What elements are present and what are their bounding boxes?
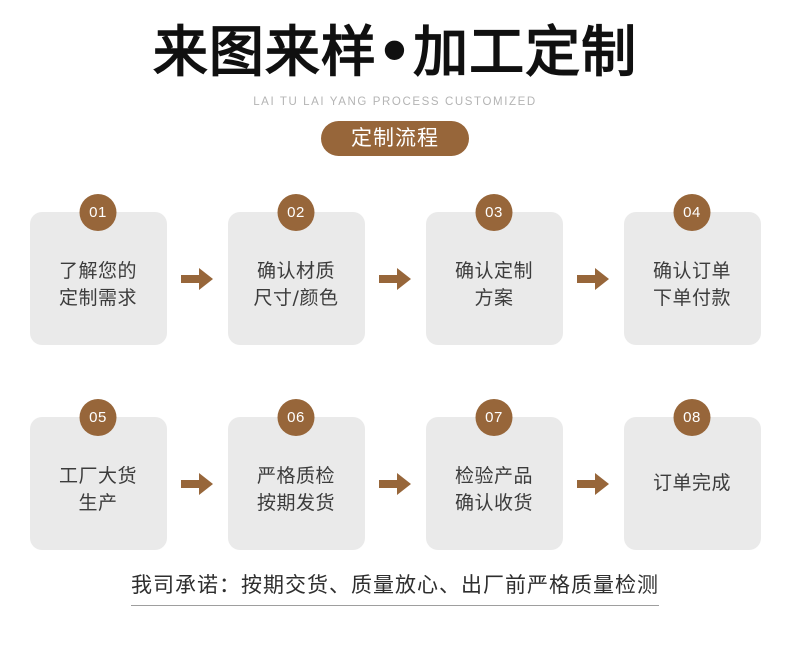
step-label: 确认订单下单付款: [653, 246, 731, 312]
step-card[interactable]: 06 严格质检按期发货: [227, 399, 365, 550]
step-number-badge: 05: [79, 399, 117, 436]
step-number-badge: 02: [277, 194, 315, 231]
footer: 我司承诺：按期交货、质量放心、出厂前严格质量检测: [0, 572, 790, 607]
step-label: 工厂大货生产: [59, 451, 137, 517]
arrow-right-icon: [167, 417, 228, 550]
arrow-right-icon: [563, 417, 624, 550]
step-label-line1: 确认材质: [256, 259, 335, 282]
step-label: 严格质检按期发货: [257, 451, 335, 517]
step-label-line1: 严格质检: [256, 464, 335, 487]
step-label-line1: 订单完成: [652, 472, 731, 495]
step-row-2: 05 工厂大货生产 06 严格质检按期发货 07 检验产品确认收货 08 订单完成: [0, 397, 790, 550]
step-card[interactable]: 04 确认订单下单付款: [623, 194, 761, 345]
step-label-line1: 确认订单: [652, 259, 731, 282]
step-label-line1: 工厂大货: [58, 464, 137, 487]
step-number-badge: 01: [79, 194, 117, 231]
step-row-1: 01 了解您的定制需求 02 确认材质尺寸/颜色 03 确认定制方案 04 确认订单下单付款: [0, 192, 790, 345]
step-label-line2: 生产: [78, 491, 118, 514]
step-label-line1: 确认定制: [454, 259, 533, 282]
step-label-line1: 检验产品: [454, 464, 533, 487]
step-number-badge: 08: [673, 399, 711, 436]
page-header: 来图来样•加工定制 LAI TU LAI YANG PROCESS CUSTOM…: [0, 0, 790, 157]
step-number-badge: 06: [277, 399, 315, 436]
step-label-line2: 定制需求: [58, 286, 137, 309]
step-card[interactable]: 01 了解您的定制需求: [29, 194, 167, 345]
step-number-badge: 03: [475, 194, 513, 231]
step-card[interactable]: 08 订单完成: [623, 399, 761, 550]
step-label: 确认材质尺寸/颜色: [254, 246, 339, 312]
step-label-line2: 按期发货: [256, 491, 335, 514]
step-label-line2: 确认收货: [454, 491, 533, 514]
step-label-line1: 了解您的: [58, 259, 137, 282]
step-label-line2: 尺寸/颜色: [253, 286, 339, 309]
step-label-line2: 方案: [474, 286, 514, 309]
arrow-right-icon: [365, 417, 426, 550]
step-card[interactable]: 07 检验产品确认收货: [425, 399, 563, 550]
footer-promise-text: 我司承诺：按期交货、质量放心、出厂前严格质量检测: [131, 572, 659, 607]
step-number-badge: 04: [673, 194, 711, 231]
section-badge: 定制流程: [321, 120, 469, 157]
arrow-right-icon: [167, 212, 228, 345]
step-label: 确认定制方案: [455, 246, 533, 312]
step-label: 检验产品确认收货: [455, 451, 533, 517]
step-label: 了解您的定制需求: [59, 246, 137, 312]
page-subtitle: LAI TU LAI YANG PROCESS CUSTOMIZED: [253, 95, 537, 108]
arrow-right-icon: [365, 212, 426, 345]
step-number-badge: 07: [475, 399, 513, 436]
step-card[interactable]: 02 确认材质尺寸/颜色: [227, 194, 365, 345]
arrow-right-icon: [563, 212, 624, 345]
step-card[interactable]: 05 工厂大货生产: [29, 399, 167, 550]
section-badge-wrap: 定制流程: [0, 120, 790, 157]
step-label: 订单完成: [653, 470, 731, 497]
step-card[interactable]: 03 确认定制方案: [425, 194, 563, 345]
page-title: 来图来样•加工定制: [152, 20, 638, 84]
step-label-line2: 下单付款: [652, 286, 731, 309]
